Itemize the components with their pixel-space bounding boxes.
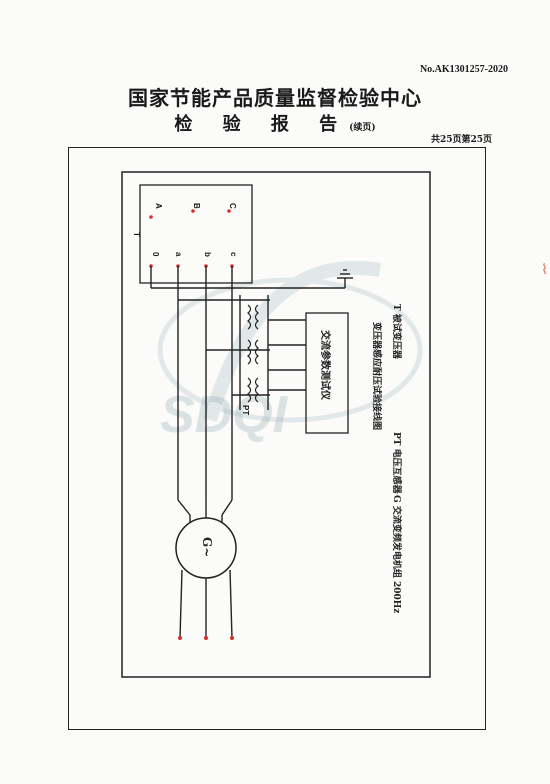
continued-label: (续页) (349, 123, 376, 133)
generator-wave: ~ (200, 547, 214, 558)
page-count: 共25页第25页 (430, 135, 492, 145)
pt-coils (247, 304, 259, 403)
legend-pt: PT 电压互感器 (391, 432, 401, 494)
transformer-box (139, 184, 253, 284)
generator-leads (179, 515, 233, 639)
report-number: No.AK1301257-2020 (419, 64, 508, 75)
phase-lines (150, 266, 353, 516)
watermark-logo (157, 260, 423, 423)
instrument-label: 交流参数测试仪 (319, 330, 330, 400)
instrument-box (305, 312, 349, 434)
terminal-dot-A (149, 215, 153, 219)
terminal-label-C: C (228, 203, 237, 209)
terminal-label-A: A (154, 203, 163, 209)
terminal-dots (149, 209, 234, 268)
generator-output-dots (178, 636, 234, 640)
inner-border (121, 171, 431, 678)
legend-g: G 交流变频发电机组 200Hz (391, 495, 401, 614)
subtitle-main: 检 验 报 告 (174, 114, 350, 135)
legend-t: T 被试变压器 (391, 304, 401, 359)
generator-letter: G (200, 537, 214, 548)
transformer-label: T (132, 232, 141, 237)
terminal-label-a: a (174, 252, 183, 257)
terminal-label-B: B (192, 203, 201, 209)
page-title: 国家节能产品质量监督检验中心 (128, 86, 422, 110)
pt-label: PT (241, 405, 250, 416)
diagram-caption: 变压器感应耐压试验接线图 (371, 322, 381, 431)
diagram-frame (68, 147, 486, 730)
terminal-dot-C (227, 209, 231, 213)
terminal-label-0: 0 (151, 252, 160, 257)
page-subtitle: 检 验 报 告(续页) (0, 110, 550, 136)
margin-stamp-mark: ⌇ (541, 262, 548, 278)
terminal-label-b: b (203, 252, 212, 257)
terminal-label-c: c (229, 252, 238, 257)
generator-symbol: G~ (200, 537, 214, 557)
terminal-dot-B (191, 209, 195, 213)
